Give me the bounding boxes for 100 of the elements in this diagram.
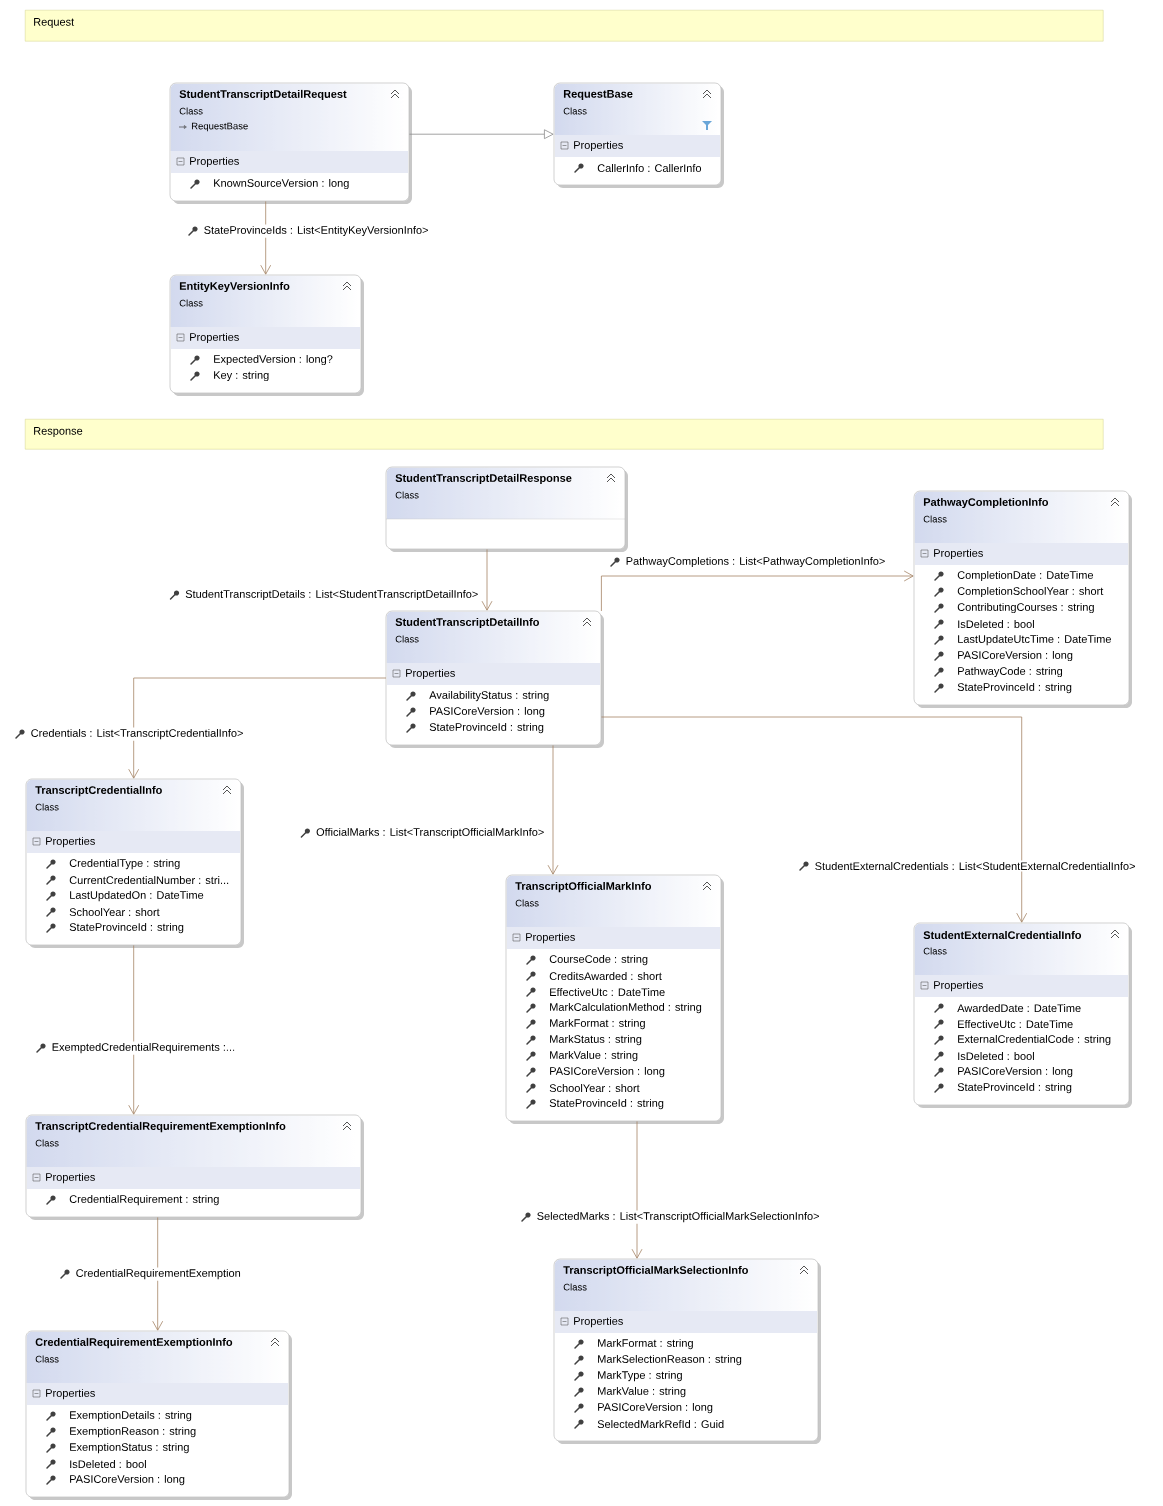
class-name: TranscriptOfficialMarkInfo [515, 881, 652, 893]
property-text: ExpectedVersion : long? [214, 354, 333, 366]
property-text: StateProvinceId : string [429, 722, 544, 734]
type-label: Class [923, 515, 947, 523]
association-arrow [631, 1121, 643, 1259]
property-text: PASICoreVersion : long [70, 1474, 185, 1486]
property-text: CompletionSchoolYear : short [957, 586, 1104, 598]
property-text: PASICoreVersion : long [598, 1402, 713, 1414]
property-text: IsDeleted : bool [958, 1051, 1034, 1061]
class-name: TranscriptCredentialRequirementExemptionInfo [35, 1121, 286, 1133]
property-text: ExemptionStatus : string [70, 1442, 189, 1454]
property-text: StateProvinceId : string [957, 682, 1072, 694]
edge-label: StateProvinceIds : List<EntityKeyVersionInfo> [202, 224, 430, 238]
type-label: Class [395, 491, 419, 499]
property-text: PASICoreVersion : long [958, 1066, 1073, 1078]
type-label: Class [395, 635, 419, 643]
property-text: StateProvinceId : string [69, 922, 184, 934]
property-text: IsDeleted : bool [958, 619, 1034, 629]
property-text: EffectiveUtc : DateTime [550, 987, 665, 997]
section-header: Properties [46, 836, 95, 848]
property-text: SchoolYear : short [549, 1083, 640, 1093]
class-box [169, 274, 364, 396]
property-text: MarkFormat : string [598, 1338, 693, 1350]
property-text: LastUpdateUtcTime : DateTime [958, 634, 1111, 646]
association-arrow [152, 1217, 164, 1331]
edge-label: OfficialMarks : List<TranscriptOfficialMarkInfo> [314, 826, 546, 840]
class-box [505, 874, 724, 1124]
type-label: Class [563, 1283, 587, 1291]
class-box [553, 1258, 821, 1444]
property-text: EffectiveUtc : DateTime [958, 1019, 1073, 1029]
property-text: StateProvinceId : string [549, 1098, 664, 1110]
edge-label: SelectedMarks : List<TranscriptOfficialMarkSelectionInfo> [535, 1210, 822, 1224]
class-name: RequestBase [563, 90, 633, 100]
class-name: CredentialRequirementExemptionInfo [35, 1337, 233, 1349]
property-text: CredentialRequirement : string [69, 1194, 219, 1206]
type-label: Class [35, 803, 59, 811]
edge-label: CredentialRequirementExemption [74, 1267, 243, 1281]
association-arrow [260, 201, 272, 275]
class-box [169, 82, 412, 204]
property-text: ExemptionReason : string [70, 1426, 196, 1438]
type-label: Class [923, 947, 947, 955]
section-header: Properties [574, 1316, 623, 1328]
class-box [25, 778, 244, 948]
property-text: MarkValue : string [550, 1050, 638, 1062]
property-text: ContributingCourses : string [957, 602, 1094, 614]
association-arrow [481, 549, 493, 611]
property-text: CourseCode : string [549, 954, 648, 966]
type-label: Class [179, 299, 203, 307]
association-arrow [547, 745, 559, 875]
property-text: AwardedDate : DateTime [957, 1003, 1081, 1013]
type-label: Class [515, 899, 539, 907]
section-header: Properties [46, 1388, 95, 1400]
edge-label: Credentials : List<TranscriptCredentialInfo> [29, 727, 245, 741]
property-text: CompletionDate : DateTime [957, 570, 1094, 582]
property-text: MarkType : string [598, 1370, 682, 1382]
property-text: MarkStatus : string [550, 1034, 642, 1046]
class-name: StudentTranscriptDetailResponse [395, 473, 572, 485]
property-text: SelectedMarkRefId : Guid [597, 1420, 724, 1429]
section-header: Properties [574, 140, 623, 152]
class-name: StudentTranscriptDetailRequest [179, 89, 347, 101]
property-text: SchoolYear : short [69, 907, 160, 917]
type-label: Class [563, 107, 587, 115]
class-box [25, 1330, 292, 1500]
association-arrow [128, 677, 387, 779]
property-text: LastUpdatedOn : DateTime [70, 890, 204, 902]
property-text: MarkCalculationMethod : string [550, 1002, 702, 1014]
property-text: StateProvinceId : string [957, 1082, 1072, 1094]
base-class-label: RequestBase [192, 122, 248, 132]
property-text: IsDeleted : bool [70, 1460, 146, 1469]
property-text: CallerInfo : CallerInfo [597, 163, 702, 173]
section-header: Properties [406, 668, 455, 680]
class-box [913, 922, 1132, 1108]
property-text: MarkSelectionReason : string [598, 1354, 742, 1366]
property-text: CreditsAwarded : short [549, 971, 662, 981]
section-header: Properties [190, 332, 239, 344]
edge-label: PathwayCompletions : List<PathwayCompletionInfo> [624, 555, 887, 569]
property-text: AvailabilityStatus : string [429, 690, 549, 702]
property-text: KnownSourceVersion : long [214, 178, 349, 190]
section-header: Properties [526, 932, 575, 944]
property-text: ExternalCredentialCode : string [958, 1034, 1111, 1046]
association-arrow [601, 716, 1028, 923]
class-name: TranscriptCredentialInfo [35, 785, 162, 797]
class-box [385, 610, 604, 748]
association-arrow [601, 570, 914, 612]
property-text: MarkFormat : string [550, 1018, 645, 1030]
class-box [25, 1114, 364, 1220]
edge-label: StudentExternalCredentials : List<StudentExternalCredentialInfo> [813, 860, 1138, 872]
class-name: StudentExternalCredentialInfo [923, 930, 1082, 940]
property-text: PathwayCode : string [958, 666, 1063, 678]
class-name: StudentTranscriptDetailInfo [395, 617, 539, 629]
type-label: Class [35, 1355, 59, 1363]
type-label: Class [35, 1139, 59, 1147]
section-band: Request [25, 10, 1104, 42]
property-text: Key : string [214, 370, 269, 382]
class-name: EntityKeyVersionInfo [179, 281, 290, 293]
class-box [385, 466, 628, 552]
property-text: MarkValue : string [598, 1386, 686, 1398]
property-text: ExemptionDetails : string [70, 1410, 192, 1422]
property-text: PASICoreVersion : long [958, 650, 1073, 662]
inheritance-arrow [409, 129, 554, 140]
